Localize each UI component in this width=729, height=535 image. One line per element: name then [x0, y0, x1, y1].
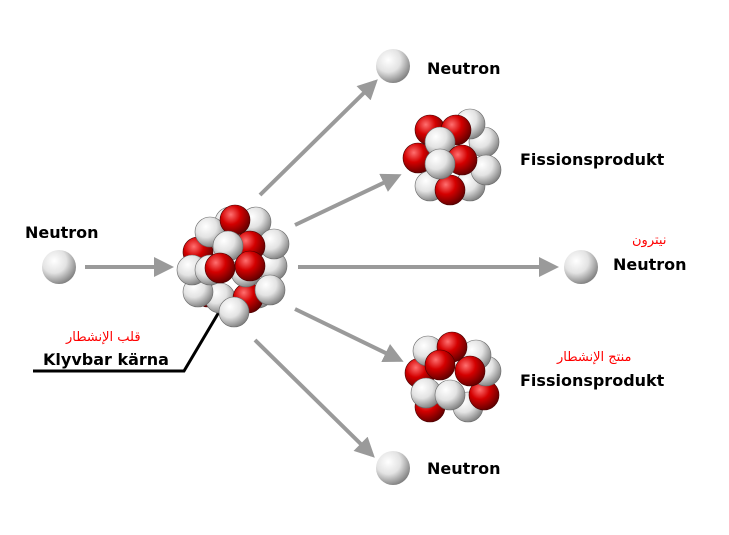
proton-icon	[424, 349, 456, 381]
arrow-to-fission-product-top	[294, 173, 402, 227]
neutron-top-label: Neutron	[427, 59, 501, 78]
fission-product-label-arabic: منتج الإنشطار	[557, 350, 632, 365]
arrows	[85, 79, 559, 458]
arrow-to-neutron-top	[258, 79, 378, 197]
fissile-nucleus-label: Klyvbar kärna	[43, 350, 169, 369]
neutron-middle-label-arabic: نيترون	[632, 233, 667, 248]
fission-product-top-icon	[402, 108, 502, 206]
incoming-neutron-label: Neutron	[25, 223, 99, 242]
neutron-bottom-label: Neutron	[427, 459, 501, 478]
proton-icon	[219, 204, 251, 236]
neutron-icon	[424, 148, 456, 180]
neutron-icon	[434, 379, 466, 411]
proton-icon	[434, 174, 466, 206]
neutron-icon	[218, 296, 250, 328]
proton-icon	[454, 355, 486, 387]
proton-icon	[234, 250, 266, 282]
nucleus-leader-line	[33, 289, 234, 373]
proton-icon	[204, 252, 236, 284]
arrow-to-fission-product-bottom	[294, 307, 404, 363]
fissile-nucleus-icon	[176, 204, 290, 328]
arrow-to-neutron-bottom	[253, 338, 375, 458]
neutron-middle-icon	[564, 250, 598, 284]
neutron-top-icon	[376, 49, 410, 83]
fission-product-top-label: Fissionsprodukt	[520, 150, 665, 169]
incoming-neutron-icon	[42, 250, 76, 284]
neutron-bottom-icon	[376, 451, 410, 485]
neutron-middle-label: Neutron	[613, 255, 687, 274]
fissile-nucleus-label-arabic: قلب الإنشطار	[66, 330, 141, 345]
fission-product-bottom-label: Fissionsprodukt	[520, 371, 665, 390]
fission-product-bottom-icon	[404, 331, 502, 423]
neutron-icon	[254, 274, 286, 306]
